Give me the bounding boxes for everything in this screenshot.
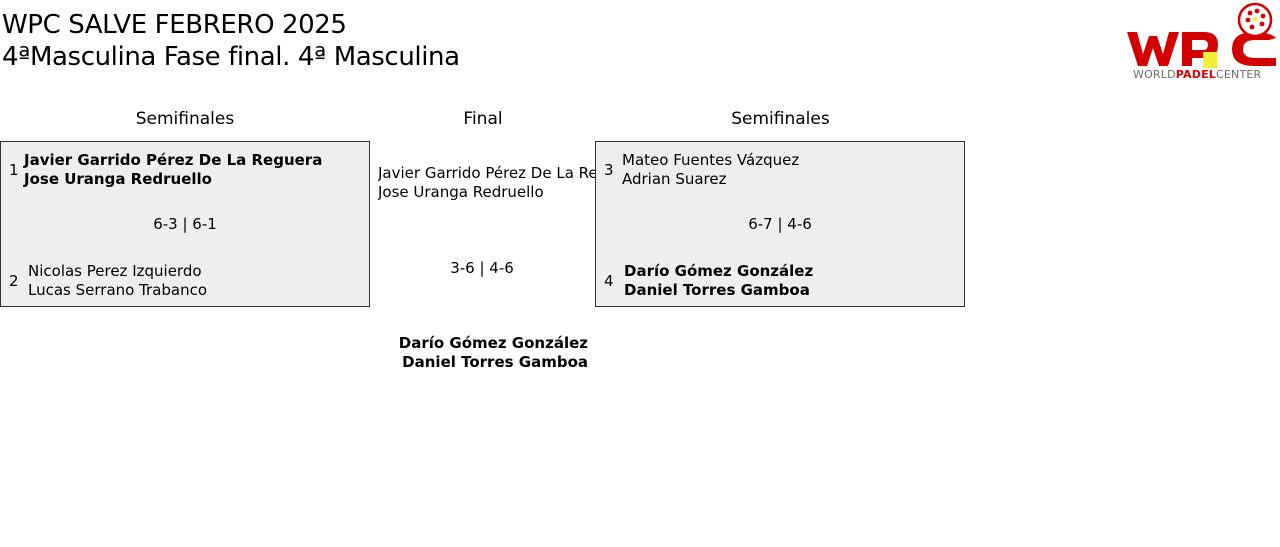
player-name: Mateo Fuentes Vázquez: [622, 151, 800, 169]
team-seed: 4: [604, 272, 614, 290]
category-title: 4ªMasculina Fase final. 4ª Masculina: [2, 42, 460, 72]
final-score: 3-6 | 4-6: [450, 259, 514, 277]
match-score: 6-3 | 6-1: [153, 215, 217, 233]
player-name: Darío Gómez González: [624, 262, 814, 280]
player-name: Jose Uranga Redruello: [378, 183, 544, 201]
final-team-2-winner: Darío Gómez González Daniel Torres Gambo…: [372, 334, 588, 372]
team-winner: Javier Garrido Pérez De La Reguera Jose …: [24, 151, 322, 189]
team-winner: Darío Gómez González Daniel Torres Gambo…: [624, 262, 813, 300]
semifinal-match-right[interactable]: 3 Mateo Fuentes Vázquez Adrian Suarez 6-…: [595, 141, 965, 307]
tournament-title: WPC SALVE FEBRERO 2025: [2, 10, 347, 40]
wpc-logo-icon: [1127, 2, 1276, 68]
player-name: Daniel Torres Gamboa: [624, 281, 810, 299]
round-label-semifinal-right: Semifinales: [731, 109, 830, 129]
logo-caption: WORLDPADELCENTER: [1133, 68, 1262, 81]
match-score: 6-7 | 4-6: [748, 215, 812, 233]
team-seed: 3: [604, 161, 614, 179]
round-label-final: Final: [463, 109, 503, 129]
player-name: Daniel Torres Gamboa: [402, 353, 588, 371]
player-name: Javier Garrido Pérez De La Reguera: [378, 164, 595, 182]
player-name: Adrian Suarez: [622, 170, 727, 188]
team: Mateo Fuentes Vázquez Adrian Suarez: [622, 151, 799, 189]
player-name: Javier Garrido Pérez De La Reguera: [24, 151, 323, 169]
team: Nicolas Perez Izquierdo Lucas Serrano Tr…: [28, 262, 207, 300]
team-seed: 2: [9, 272, 19, 290]
round-label-semifinal-left: Semifinales: [135, 109, 235, 129]
player-name: Darío Gómez González: [398, 334, 588, 352]
semifinal-match-left[interactable]: 1 Javier Garrido Pérez De La Reguera Jos…: [0, 141, 370, 307]
player-name: Nicolas Perez Izquierdo: [28, 262, 202, 280]
player-name: Jose Uranga Redruello: [24, 170, 212, 188]
final-team-1: Javier Garrido Pérez De La Reguera Jose …: [378, 164, 595, 202]
player-name: Lucas Serrano Trabanco: [28, 281, 208, 299]
team-seed: 1: [9, 161, 19, 179]
